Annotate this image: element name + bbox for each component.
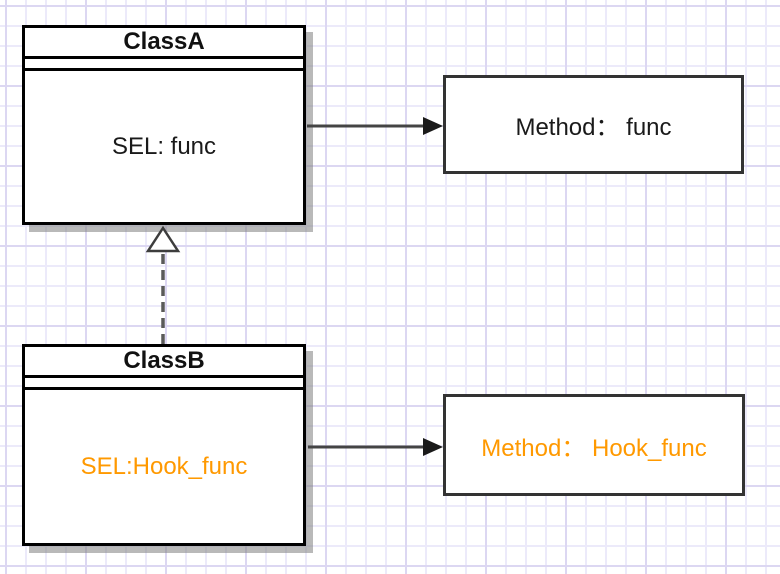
classA-method-text: SEL: func — [111, 132, 217, 160]
classB-attributes-compartment — [25, 378, 303, 390]
hollow-triangle-arrowhead-icon — [145, 225, 181, 253]
method-hook-func-box: Method： Hook_func — [443, 394, 745, 496]
classA-box: ClassA SEL: func — [22, 25, 306, 225]
method-hook-func-label: Method： Hook_func — [481, 434, 707, 462]
method-func-label: Method： func — [515, 114, 672, 141]
connector-classB-to-method-hook-func — [308, 438, 443, 456]
classB-method-text: SEL:Hook_func — [80, 452, 248, 480]
classA-title: ClassA — [25, 28, 303, 59]
method-func-box: Method： func — [443, 75, 744, 174]
classB-title: ClassB — [25, 347, 303, 378]
connector-classB-inherits-classA — [145, 225, 181, 344]
filled-arrowhead-icon — [423, 117, 443, 135]
filled-arrowhead-icon — [423, 438, 443, 456]
classB-box: ClassB SEL:Hook_func — [22, 344, 306, 546]
connector-classA-to-method-func — [307, 117, 443, 135]
classA-attributes-compartment — [25, 59, 303, 71]
